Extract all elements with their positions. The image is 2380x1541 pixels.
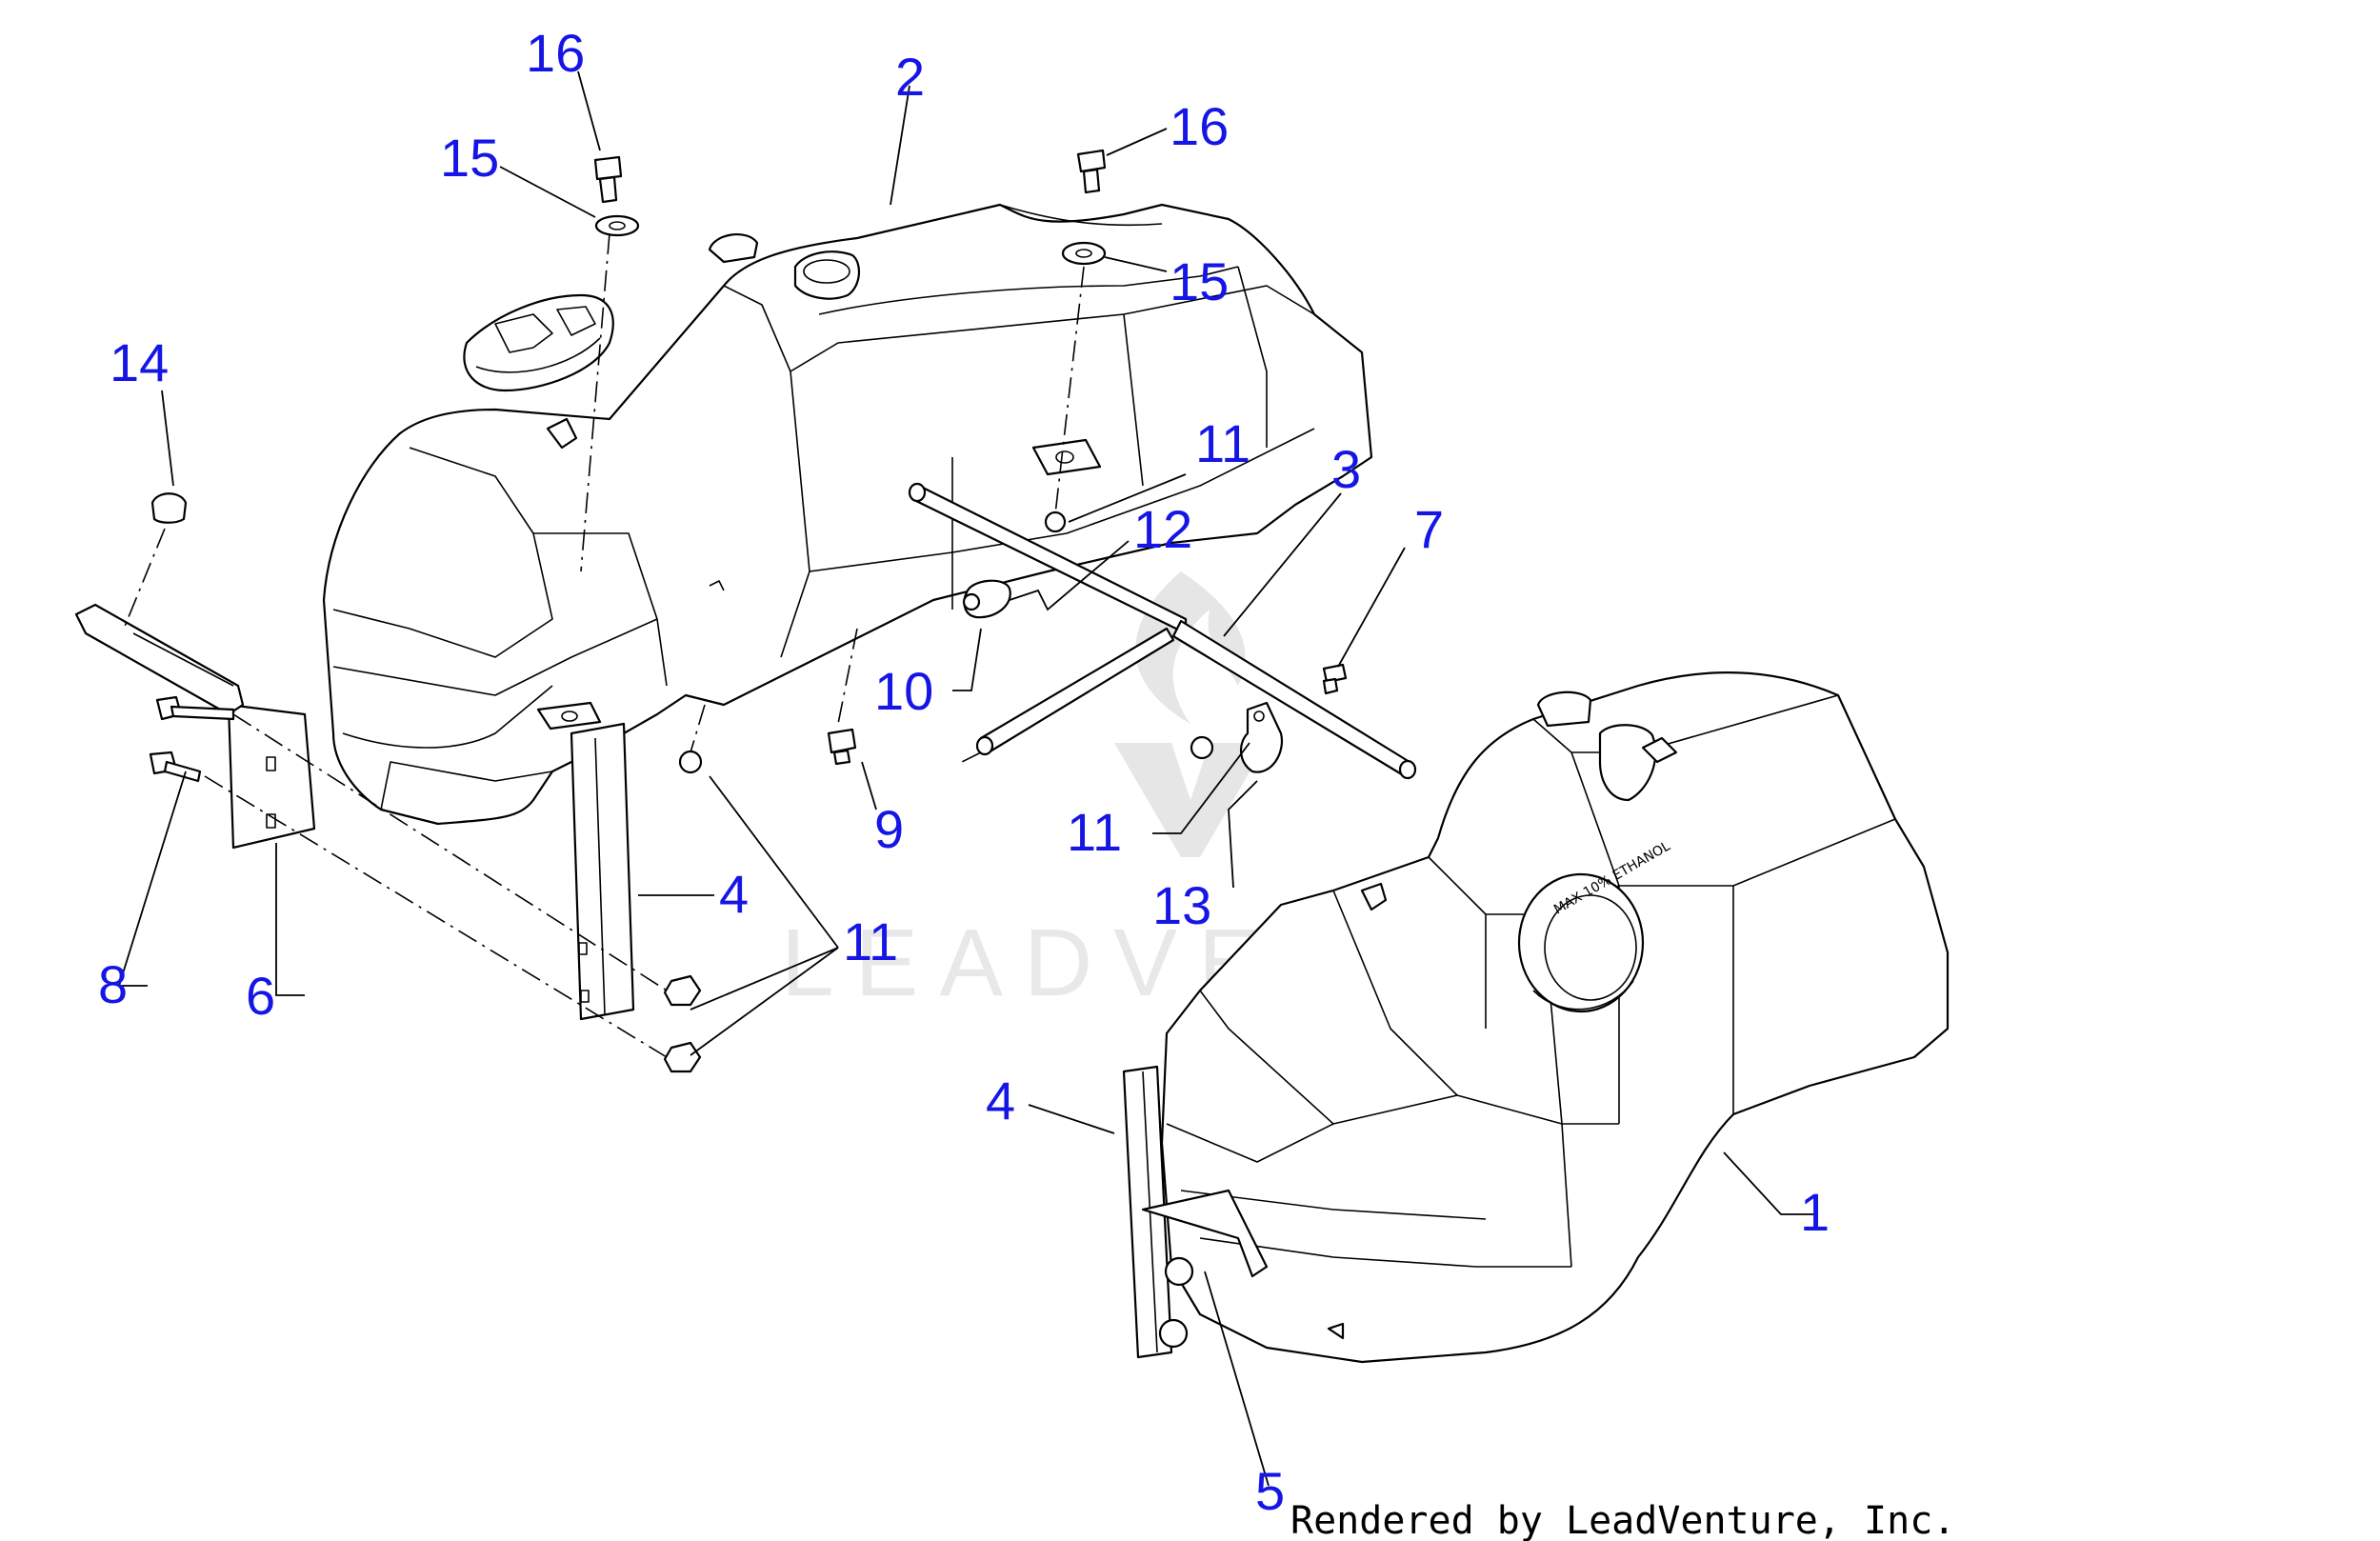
mount-bracket-left <box>570 722 635 1021</box>
callout-14: 14 <box>110 332 169 392</box>
callout-labels: 1 2 3 4 4 5 6 7 8 9 10 11 11 11 11 11 12… <box>98 23 1830 1521</box>
callout-7: 7 <box>1414 499 1444 559</box>
hold-down-strap <box>74 603 245 716</box>
callout-9: 9 <box>874 799 904 859</box>
fuel-line <box>908 482 1417 780</box>
leader-lines <box>117 70 1817 1487</box>
callout-11-lower-dup: 11 <box>843 911 898 971</box>
callout-4-left: 4 <box>719 864 749 924</box>
callout-11-top: 11 <box>1195 413 1250 473</box>
tank-support-bracket <box>1141 1189 1269 1349</box>
callout-2: 2 <box>895 47 925 107</box>
callout-3: 3 <box>1331 439 1361 499</box>
hose-clamp-12 <box>962 579 1011 619</box>
credit-line: Rendered by LeadVenture, Inc. <box>1290 1499 1955 1541</box>
callout-11-middle-dup: 11 <box>1067 802 1122 862</box>
center-lines <box>123 232 1085 1058</box>
hose-clamp-13 <box>1240 701 1284 773</box>
callout-10: 10 <box>874 661 933 721</box>
callout-16-left: 16 <box>526 23 585 83</box>
callout-11-middle: 11 <box>1067 802 1122 862</box>
callout-6: 6 <box>246 966 275 1026</box>
callout-13: 13 <box>1152 875 1211 935</box>
callout-16-right: 16 <box>1170 96 1229 156</box>
callout-15-right: 15 <box>1170 251 1229 311</box>
callout-15-left: 15 <box>440 128 499 188</box>
mount-plate <box>227 703 316 850</box>
callout-4-right: 4 <box>986 1071 1015 1131</box>
callout-11-lower: 11 <box>843 911 898 971</box>
fuel-tank-left <box>322 203 1373 826</box>
fasteners <box>149 149 1348 1073</box>
fuel-tank-right: MAX 10% ETHANOL <box>1160 670 1950 1364</box>
callout-1: 1 <box>1800 1182 1830 1242</box>
callout-12: 12 <box>1133 499 1192 559</box>
callout-5: 5 <box>1255 1461 1285 1521</box>
callout-8: 8 <box>98 954 128 1014</box>
